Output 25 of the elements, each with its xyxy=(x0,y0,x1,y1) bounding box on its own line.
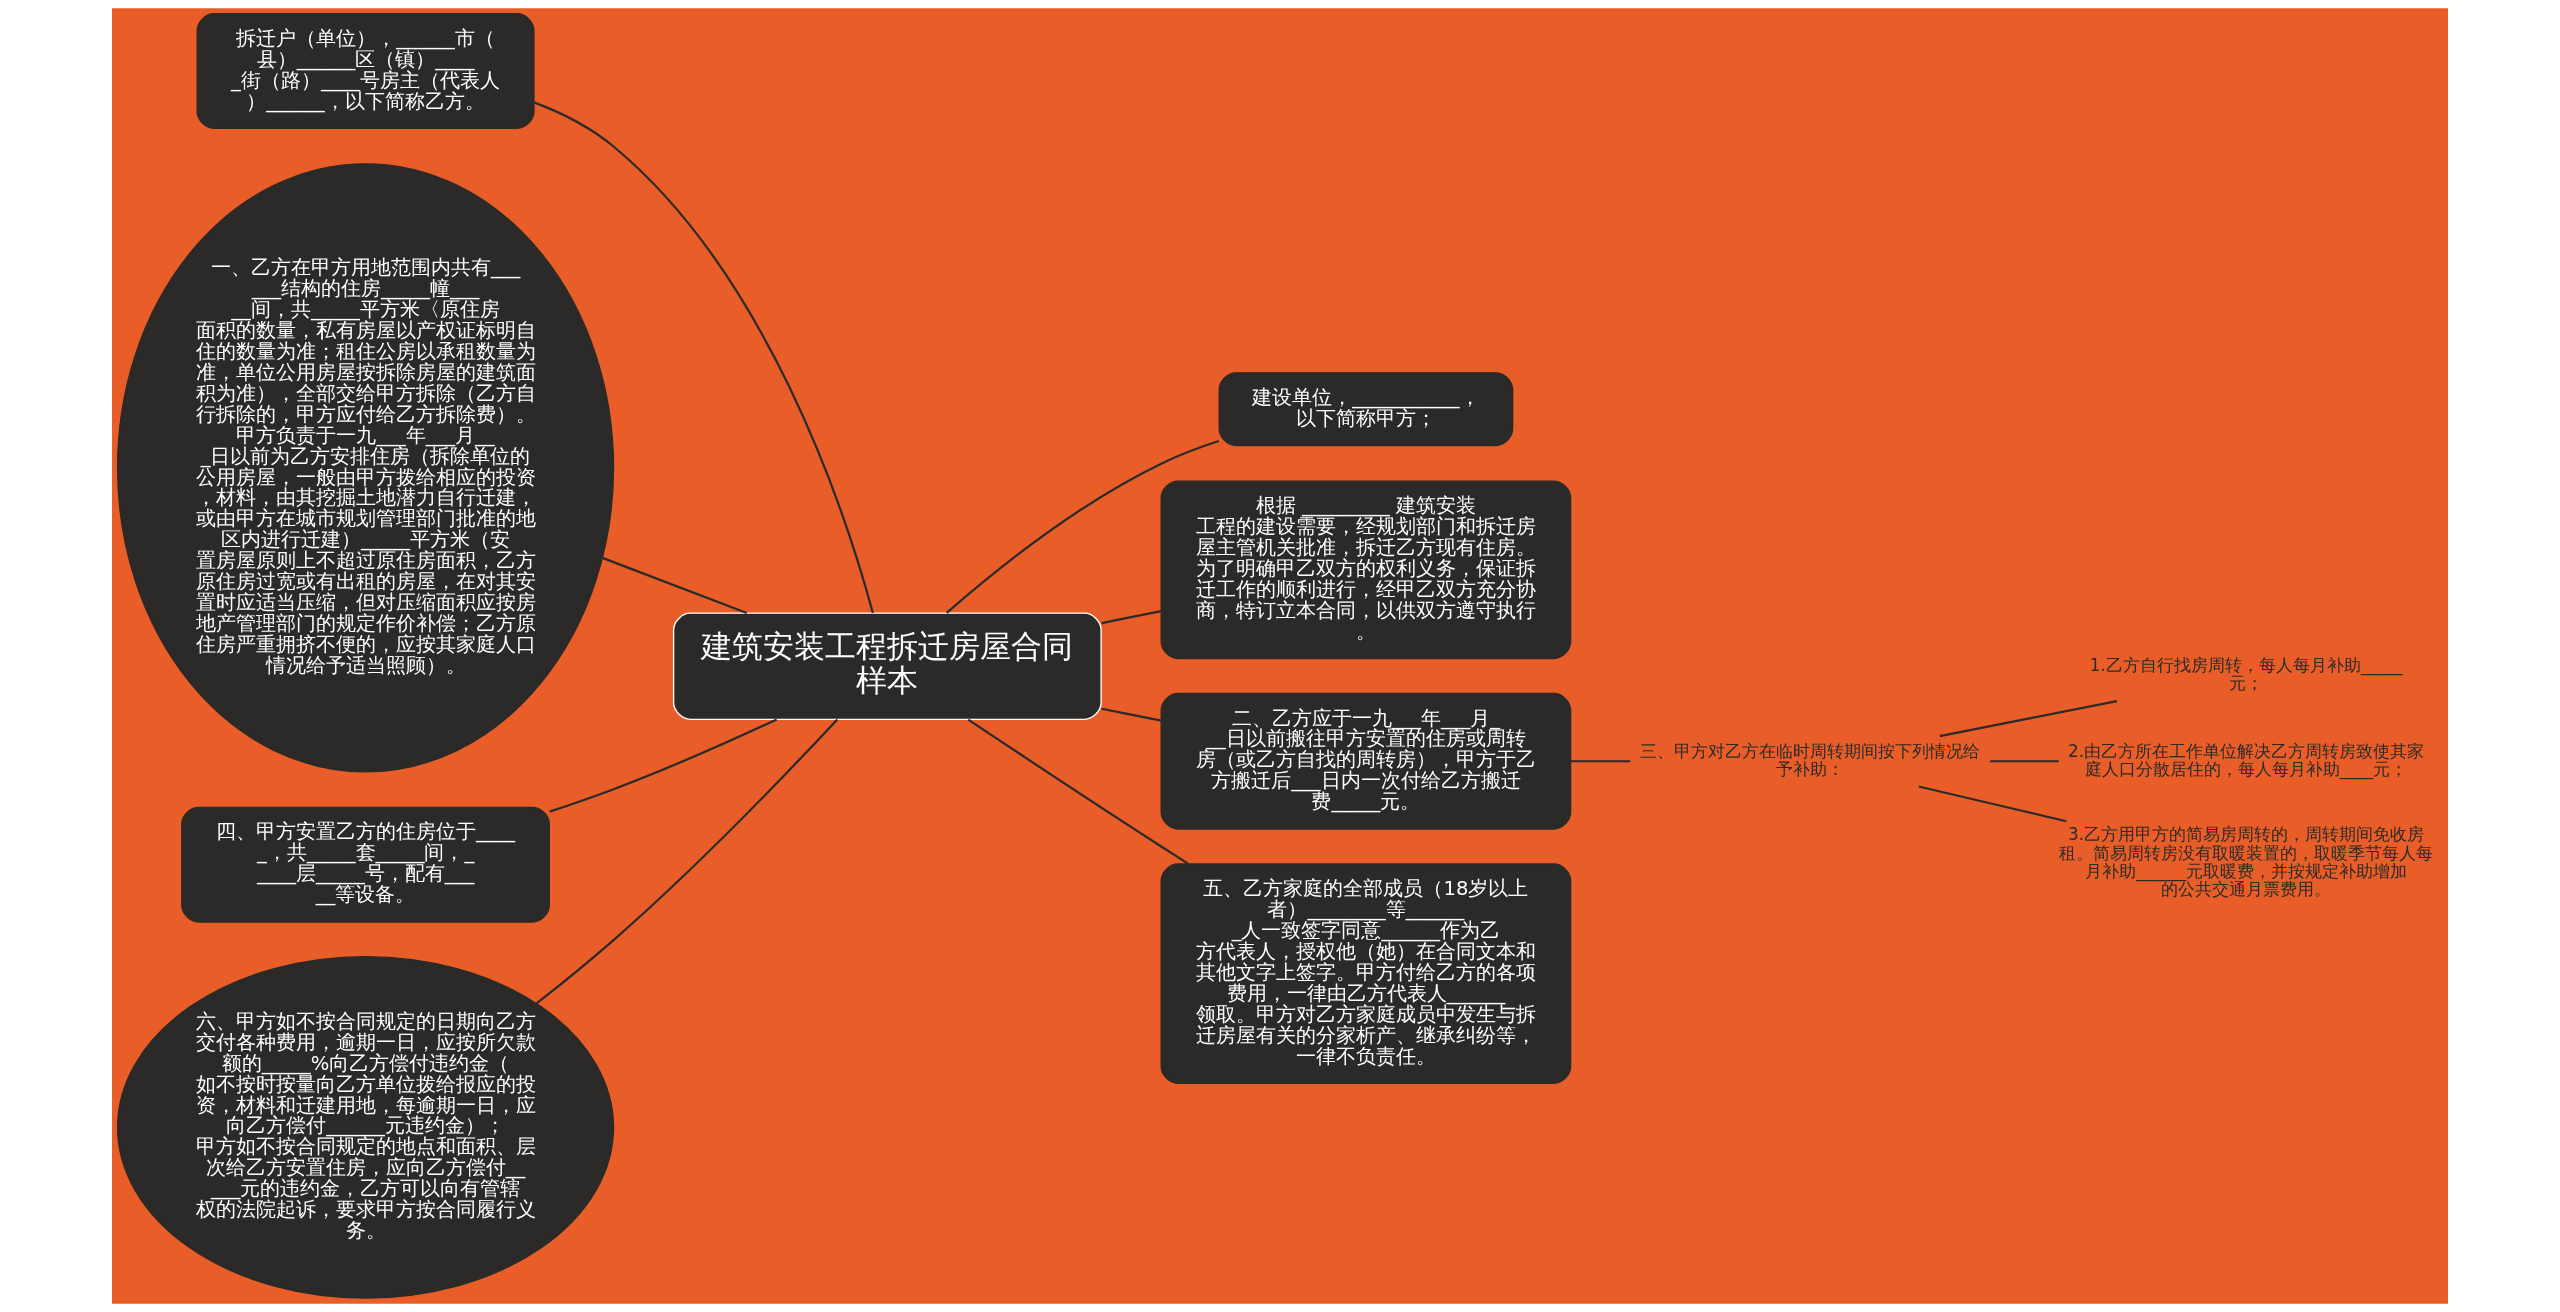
connector xyxy=(602,556,748,615)
connector xyxy=(945,439,1220,614)
node-box: 建设单位，___________，以下简称甲方； xyxy=(1218,372,1514,447)
node-text: 2.由乙方所在工作单位解决乙方周转房致使其家庭人口分散居住的，每人每月补助____元； xyxy=(2068,740,2425,779)
node-box: 五、乙方家庭的全部成员（18岁以上者）________等_______人一致签字同意______作为乙方代表人，授权他（她）在合同文本和其他文字上签字。甲方付给乙方的各项费用，一律由乙方代表人______领取。甲方对乙方家庭成员中发生与拆迁房屋有关的分家析产、继承纠纷等，一律不负责任。 xyxy=(1160,863,1572,1084)
connector xyxy=(1939,700,2118,738)
node-box: 拆迁户（单位），______市（县）______区（镇）_____街（路）____号房主（代表人）______，以下简称乙方。 xyxy=(196,13,535,130)
connector xyxy=(1101,609,1162,625)
node-box: 四、甲方安置乙方的住房位于_____，共_____套_____间，_____层_____号，配有_____等设备。 xyxy=(181,806,550,923)
node-ellipse: 六、甲方如不按合同规定的日期向乙方交付各种费用，逾期一日，应按所欠款额的_____%向乙方偿付违约金（如不按时按量向乙方单位拨给报应的投资，材料和迁建用地，每逾期一日，应向乙方偿付______元违约金）；甲方如不按合同规定的地点和面积、层次给乙方安置住房，应向乙方偿付_____元的违约金，乙方可以向有管辖权的法院起诉，要求甲方按合同履行义务。 xyxy=(116,955,615,1299)
node-box: 根据 _________ 建筑安装工程的建设需要，经规划部门和拆迁房屋主管机关批准，拆迁乙方现有住房。为了明确甲乙双方的权利义务，保证拆迁工作的顺利进行，经甲乙双方充分协商，特订立本合同，以供双方遵守执行。 xyxy=(1160,480,1572,660)
connector xyxy=(1990,760,2059,763)
connector xyxy=(1570,760,1631,763)
connector xyxy=(533,101,874,614)
node-text: 3.乙方用甲方的简易房周转的，周转期间免收房租。简易周转房没有取暖装置的，取暖季节每人每月补助______元取暖费，并按规定补助增加的公共交通月票费用。 xyxy=(2059,824,2434,899)
connector xyxy=(1101,707,1162,722)
connector xyxy=(535,718,839,1005)
node-text: 1.乙方自行找房周转，每人每月补助_____元； xyxy=(2089,655,2403,694)
node-text: 三、甲方对乙方在临时周转期间按下列情况给予补助： xyxy=(1640,740,1981,779)
connector xyxy=(1918,785,2067,823)
connector xyxy=(967,718,1189,865)
node-box: 建筑安装工程拆迁房屋合同样本 xyxy=(672,612,1102,721)
node-box: 二、乙方应于一九___年___月___日以前搬往甲方安置的住房或周转房（或乙方自找的周转房），甲方于乙方搬迁后___日内一次付给乙方搬迁费_____元。 xyxy=(1160,692,1572,830)
node-ellipse: 一、乙方在甲方用地范围内共有______结构的住房_____幢_____间，共_____平方米〈原住房面积的数量，私有房屋以产权证标明自住的数量为准；租住公房以承租数量为准，单位公用房屋按拆除房屋的建筑面积为准），全部交给甲方拆除（乙方自行拆除的，甲方应付给乙方拆除费）。甲方负责于一九___年___月___日以前为乙方安排住房（拆除单位的公用房屋，一般由甲方拨给相应的投资，材料，由其挖掘土地潜力自行迁建，或由甲方在城市规划管理部门批准的地区内进行迁建）_____平方米（安置房屋原则上不超过原住房面积，乙方原住房过宽或有出租的房屋，在对其安置时应适当压缩，但对压缩面积应按房地产管理部门的规定作价补偿；乙方原住房严重拥挤不便的，应按其家庭人口情况给予适当照顾）。 xyxy=(116,163,615,773)
connector xyxy=(549,718,778,813)
